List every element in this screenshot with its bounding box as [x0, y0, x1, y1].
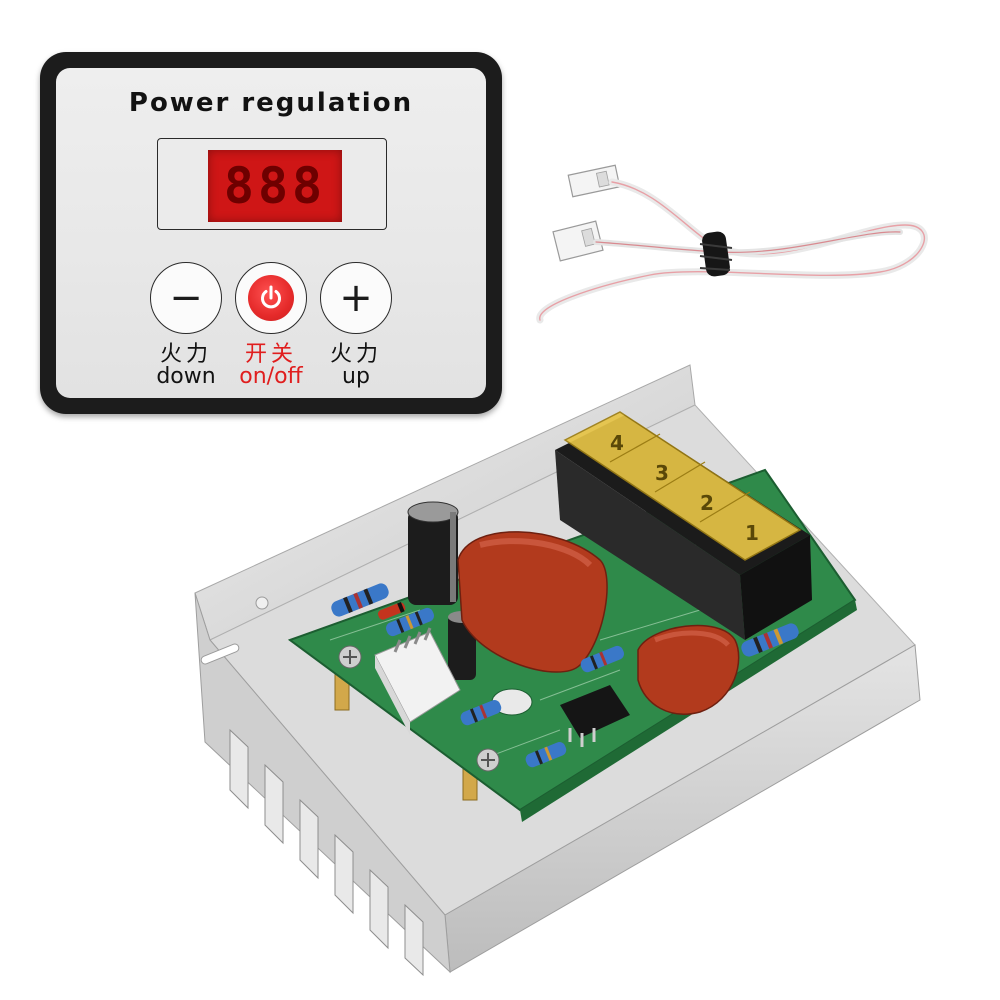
power-label-en: on/off	[239, 364, 303, 389]
power-button-disc	[248, 275, 294, 321]
power-button[interactable]	[235, 262, 307, 334]
film-capacitor-small	[637, 624, 740, 715]
heatsink-fins	[229, 728, 424, 977]
power-label-cn: 开关	[244, 342, 297, 367]
terminal-block	[555, 411, 812, 640]
electrolytic-capacitor	[407, 501, 459, 605]
up-label-en: up	[342, 364, 370, 389]
down-label-cn: 火力	[159, 342, 212, 367]
up-label-cn: 火力	[329, 342, 382, 367]
terminal-number-4: 4	[610, 431, 624, 455]
cable-connector-bottom	[552, 220, 604, 262]
down-button[interactable]: −	[150, 262, 222, 334]
resistors	[331, 583, 799, 768]
terminal-number-3: 3	[655, 461, 669, 485]
down-label-en: down	[156, 364, 216, 389]
led-display	[208, 150, 342, 222]
film-capacitor-large	[457, 531, 608, 673]
minus-icon: −	[169, 275, 203, 321]
plus-icon: +	[339, 275, 373, 321]
led-readout: 888	[223, 157, 327, 215]
panel-title: Power regulation	[128, 88, 414, 118]
control-panel-face	[56, 68, 486, 398]
cable-connector-top	[567, 164, 621, 198]
up-button[interactable]: +	[320, 262, 392, 334]
cable-twist-tie	[699, 231, 733, 277]
terminal-number-1: 1	[745, 521, 759, 545]
power-icon	[261, 285, 281, 309]
pcb-connector-header	[374, 627, 461, 735]
terminal-number-2: 2	[700, 491, 714, 515]
ic-chip	[560, 685, 630, 747]
